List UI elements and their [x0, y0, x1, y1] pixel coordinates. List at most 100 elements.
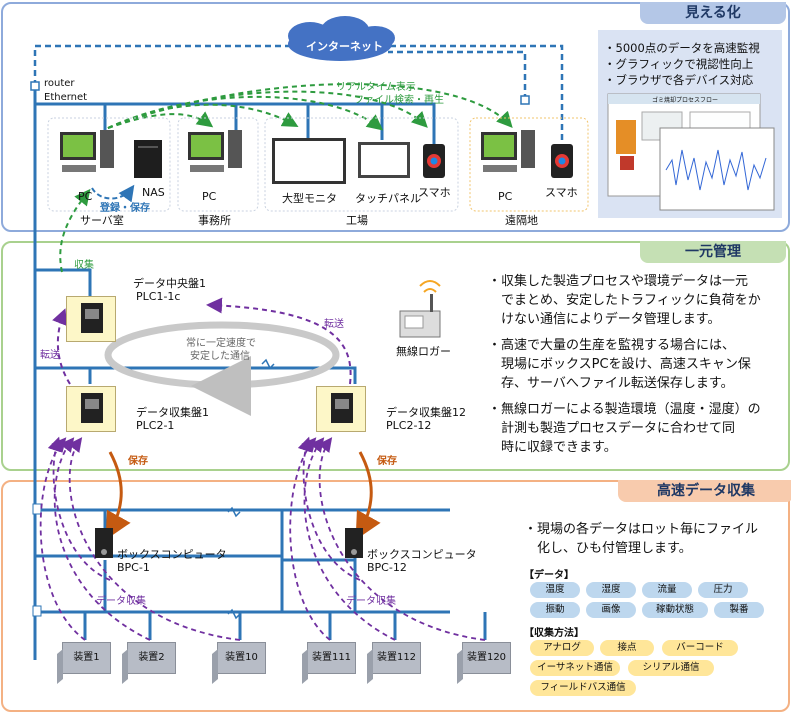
box-pc12-name: ボックスコンピュータ [367, 548, 477, 561]
unified-bullet-2: ・高速で大量の生産を監視する場合には、 現場にボックスPCを設け、高速スキャン保… [488, 338, 751, 391]
internet-cloud [288, 16, 395, 61]
data-tag-temperature: 温度 [530, 582, 580, 598]
office-label: 事務所 [198, 214, 231, 227]
remote-box [469, 117, 589, 212]
device-112: 装置112 [372, 642, 421, 674]
router-label: router [44, 78, 75, 89]
method-barcode: バーコード [662, 640, 738, 656]
data-tag-lot: 製番 [714, 602, 764, 618]
touch-panel-label: タッチパネル [355, 192, 421, 205]
method-analog: アナログ [530, 640, 594, 656]
feature-2: ・グラフィックで視認性向上 [604, 57, 754, 71]
pc-icon [188, 130, 242, 172]
method-fieldbus: フィールドバス通信 [530, 680, 636, 696]
collection-panel-icon [316, 386, 366, 432]
data-tag-vibration: 振動 [530, 602, 580, 618]
wireless-logger-icon [399, 280, 441, 338]
internet-label: インターネット [306, 40, 383, 53]
smartphone-icon [551, 144, 573, 178]
transfer-left-label: 転送 [40, 350, 60, 361]
file-search-label: ファイル検索・再生 [354, 95, 444, 106]
collection-section-title: 高速データ収集 [618, 480, 791, 502]
smartphone-label: スマホ [418, 186, 451, 199]
method-serial: シリアル通信 [628, 660, 714, 676]
device-10: 装置10 [217, 642, 266, 674]
screenshot-title: ゴミ焼却プロセスフロー [652, 97, 719, 104]
unified-bullet-3: ・無線ロガーによる製造環境（温度・湿度）の 計測も製造プロセスデータに合わせて同… [488, 402, 761, 455]
box-pc1-id: BPC-1 [117, 561, 150, 574]
stable-label: 安定した通信 [190, 351, 250, 362]
collection-bullet: ・現場の各データはロット毎にファイル 化し、ひも付管理します。 [524, 522, 759, 556]
server-room-box [47, 117, 171, 212]
device-111: 装置111 [307, 642, 356, 674]
box-computer-icon [95, 528, 113, 558]
pc-label: PC [498, 190, 513, 203]
data-tag-image: 画像 [586, 602, 636, 618]
constant-speed-label: 常に一定速度で [186, 338, 256, 349]
panel12-label: データ収集盤12 [386, 406, 466, 419]
unified-section [1, 241, 790, 471]
panel1-label: データ収集盤1 [136, 406, 209, 419]
data-collect-arrows [39, 436, 486, 641]
box-pc1-name: ボックスコンピュータ [117, 548, 227, 561]
internet-links [33, 44, 564, 140]
plc12-label: PLC2-12 [386, 419, 432, 432]
data-heading: 【データ】 [524, 570, 574, 581]
nas-label: NAS [142, 186, 165, 199]
factory-label: 工場 [346, 214, 368, 227]
nas-icon [134, 140, 162, 178]
pc-icon [60, 130, 114, 172]
plc1-label: PLC2-1 [136, 419, 175, 432]
collect-label: 収集 [74, 260, 94, 271]
register-save-label: 登録・保存 [100, 203, 150, 214]
data-tag-humidity: 湿度 [586, 582, 636, 598]
line-break-marks [227, 358, 275, 620]
touch-panel-icon [358, 142, 410, 178]
large-monitor-icon [272, 138, 346, 184]
realtime-arrows [59, 83, 513, 273]
server-room-label: サーバ室 [80, 214, 124, 227]
save-left-label: 保存 [128, 456, 148, 467]
method-contact: 接点 [600, 640, 654, 656]
method-heading: 【収集方法】 [524, 628, 584, 639]
smartphone-icon [423, 144, 445, 178]
ethernet-label: Ethernet [44, 92, 88, 103]
data-collect-left-label: データ収集 [96, 596, 146, 607]
central-plc-label: PLC1-1c [136, 290, 181, 303]
device-2: 装置2 [127, 642, 176, 674]
router-node [30, 81, 40, 91]
pc-icon [481, 130, 535, 172]
office-box [177, 117, 259, 212]
data-collect-right-label: データ収集 [346, 596, 396, 607]
ethernet-lines [33, 90, 487, 660]
unified-section-title: 一元管理 [640, 241, 786, 263]
data-tag-flow: 流量 [642, 582, 692, 598]
collection-panel-icon [66, 386, 116, 432]
device-120: 装置120 [462, 642, 511, 674]
remote-label: 遠隔地 [505, 214, 538, 227]
feature-1: ・5000点のデータを高速監視 [604, 41, 760, 55]
junction [32, 605, 42, 617]
data-tag-status: 稼動状態 [642, 602, 708, 618]
method-ethernet: イーサネット通信 [530, 660, 620, 676]
save-right-label: 保存 [377, 456, 397, 467]
device-1: 装置1 [62, 642, 111, 674]
central-panel-label: データ中央盤1 [133, 277, 206, 290]
realtime-label: リアルタイム表示 [336, 82, 416, 93]
feature-3: ・ブラウザで各デバイス対応 [604, 73, 754, 87]
data-tag-pressure: 圧力 [698, 582, 748, 598]
box-computer-icon [345, 528, 363, 558]
pc-label: PC [202, 190, 217, 203]
large-monitor-label: 大型モニタ [282, 192, 337, 205]
box-pc12-id: BPC-12 [367, 561, 407, 574]
central-panel-icon [66, 296, 116, 342]
wireless-logger-label: 無線ロガー [396, 345, 451, 358]
pc-label: PC [78, 190, 93, 203]
transfer-arrows [52, 297, 352, 385]
save-arrows [105, 451, 381, 540]
smartphone-label: スマホ [545, 186, 578, 199]
junction [32, 503, 42, 515]
transfer-right-label: 転送 [324, 319, 344, 330]
router-node-remote [520, 95, 530, 105]
